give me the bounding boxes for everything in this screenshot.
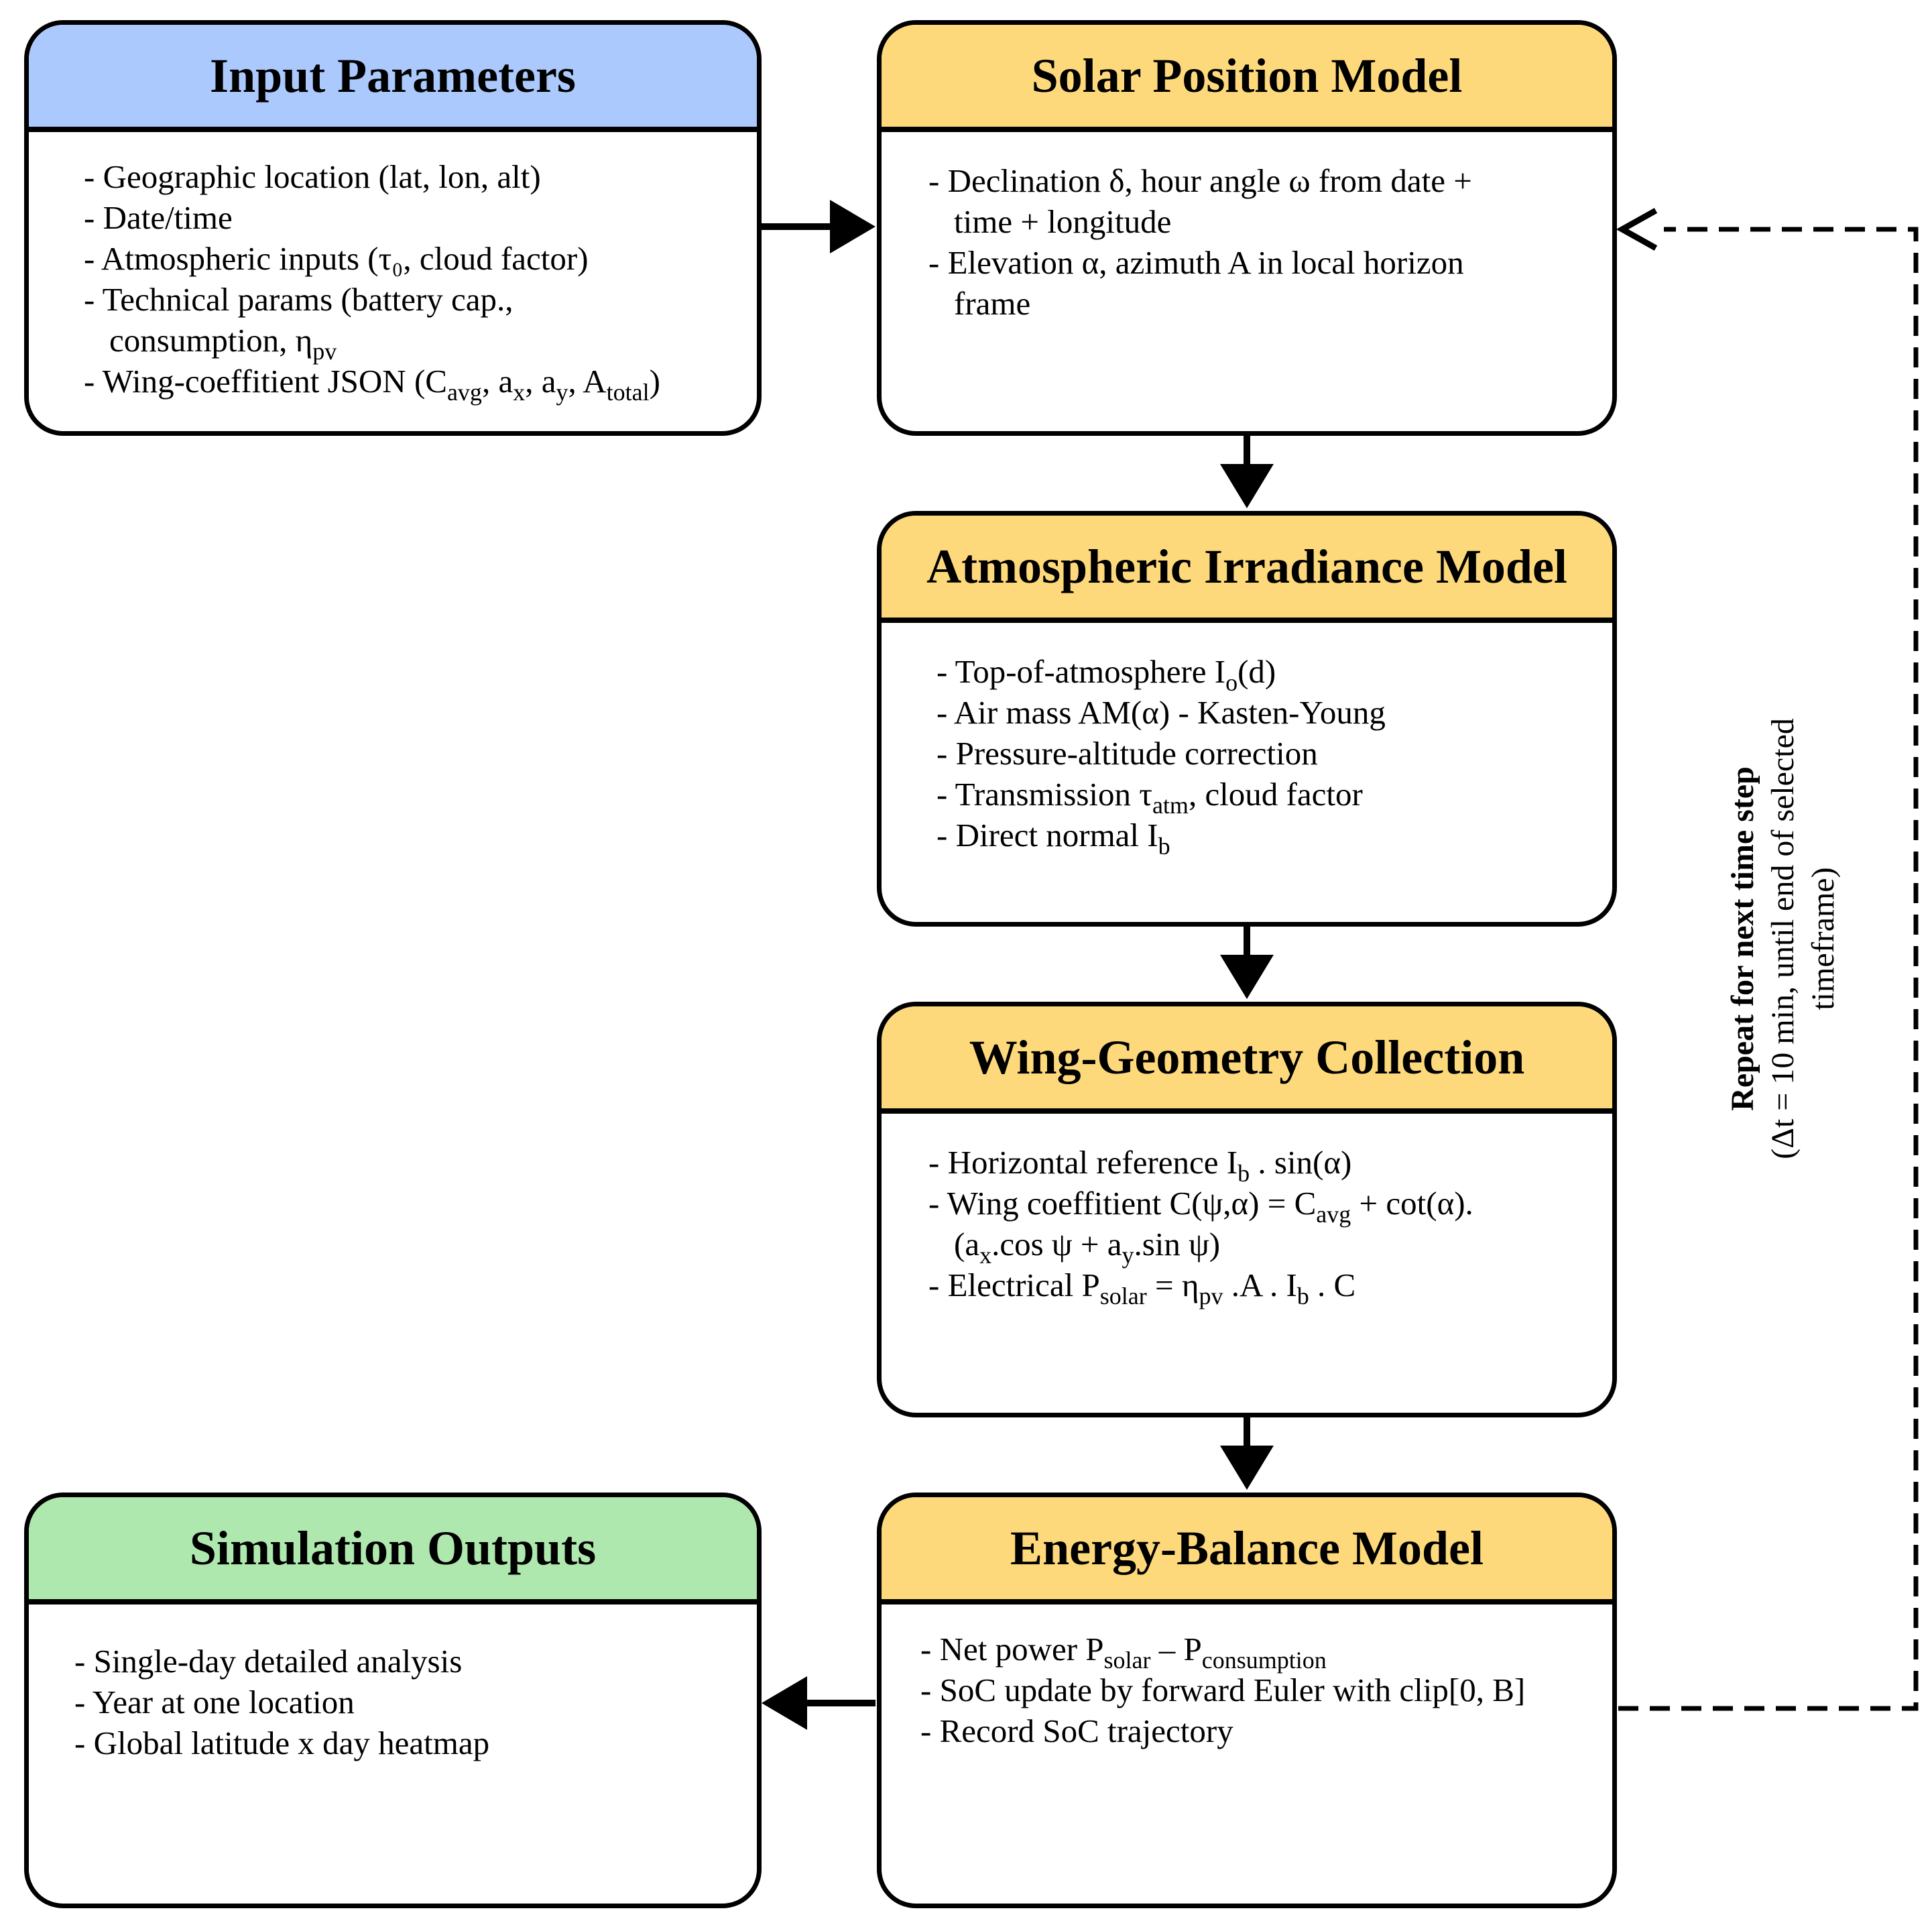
list-item: frame [954, 285, 1031, 322]
energy-balance-model-list: - Net power Psolar – Pconsumption - SoC … [882, 1604, 1612, 1751]
simulation-outputs-box: Simulation Outputs - Single-day detailed… [24, 1493, 762, 1908]
solar-position-model-box: Solar Position Model - Declination δ, ho… [877, 20, 1617, 436]
wing-geometry-collection-box: Wing-Geometry Collection - Horizontal re… [877, 1002, 1617, 1417]
input-parameters-box: Input Parameters - Geographic location (… [24, 20, 762, 436]
list-item: - Air mass AM(α) - Kasten-Young [937, 694, 1386, 731]
energy-balance-model-title: Energy-Balance Model [882, 1497, 1612, 1604]
list-item: - Geographic location (lat, lon, alt) [84, 158, 541, 195]
wing-geometry-collection-title: Wing-Geometry Collection [882, 1006, 1612, 1114]
list-item: - SoC update by forward Euler with clip[… [920, 1672, 1526, 1708]
list-item: consumption, ηpv [109, 322, 337, 365]
list-item: - Technical params (battery cap., [84, 281, 514, 318]
atmospheric-irradiance-model-box: Atmospheric Irradiance Model - Top-of-at… [877, 511, 1617, 927]
list-item: - Global latitude x day heatmap [74, 1725, 490, 1761]
arrow-solar-to-atmospheric [1220, 436, 1274, 508]
atmospheric-irradiance-model-title: Atmospheric Irradiance Model [882, 516, 1612, 623]
loop-label-line-1: (Δt = 10 min, until end of selected [1765, 718, 1801, 1159]
atmospheric-irradiance-model-list: - Top-of-atmosphere Io(d) - Air mass AM(… [882, 623, 1612, 860]
list-item: time + longitude [954, 203, 1172, 240]
list-item: - Pressure-altitude correction [937, 735, 1318, 772]
input-parameters-list: - Geographic location (lat, lon, alt) - … [29, 132, 757, 406]
list-item: - Single-day detailed analysis [74, 1643, 463, 1680]
energy-balance-model-box: Energy-Balance Model - Net power Psolar … [877, 1493, 1617, 1908]
list-item: - Horizontal reference Ib . sin(α) [928, 1144, 1352, 1187]
list-item: - Elevation α, azimuth A in local horizo… [928, 244, 1464, 281]
arrow-energy-to-outputs [762, 1676, 876, 1730]
simulation-outputs-list: - Single-day detailed analysis - Year at… [29, 1604, 757, 1763]
list-item: - Date/time [84, 199, 233, 236]
loop-label-line-2: timeframe) [1805, 867, 1841, 1010]
list-item: - Transmission τatm, cloud factor [937, 776, 1363, 819]
list-item: - Top-of-atmosphere Io(d) [937, 653, 1276, 696]
list-item: - Record SoC trajectory [920, 1712, 1233, 1749]
list-item: - Direct normal Ib [937, 817, 1170, 860]
list-item: - Year at one location [74, 1684, 355, 1720]
list-item: - Electrical Psolar = ηpv .A . Ib . C [928, 1267, 1356, 1309]
simulation-outputs-title: Simulation Outputs [29, 1497, 757, 1604]
input-parameters-title: Input Parameters [29, 25, 757, 132]
solar-position-model-list: - Declination δ, hour angle ω from date … [882, 132, 1612, 324]
arrow-wing-to-energy [1220, 1417, 1274, 1490]
list-item: - Declination δ, hour angle ω from date … [928, 162, 1472, 199]
list-item: (ax.cos ψ + ay.sin ψ) [954, 1226, 1221, 1269]
arrow-input-to-solar [760, 200, 876, 253]
feedback-loop-dashed-arrow [1616, 208, 1919, 1711]
loop-label-bold: Repeat for next time step [1725, 766, 1760, 1111]
arrow-atmospheric-to-wing [1220, 927, 1274, 999]
list-item: - Wing coeffitient C(ψ,α) = Cavg + cot(α… [928, 1185, 1473, 1228]
list-item: - Wing-coeffitient JSON (Cavg, ax, ay, A… [84, 363, 660, 406]
wing-geometry-collection-list: - Horizontal reference Ib . sin(α) - Win… [882, 1114, 1612, 1309]
solar-position-model-title: Solar Position Model [882, 25, 1612, 132]
list-item: - Atmospheric inputs (τ₀, cloud factor) [84, 240, 589, 277]
list-item: - Net power Psolar – Pconsumption [920, 1631, 1327, 1674]
